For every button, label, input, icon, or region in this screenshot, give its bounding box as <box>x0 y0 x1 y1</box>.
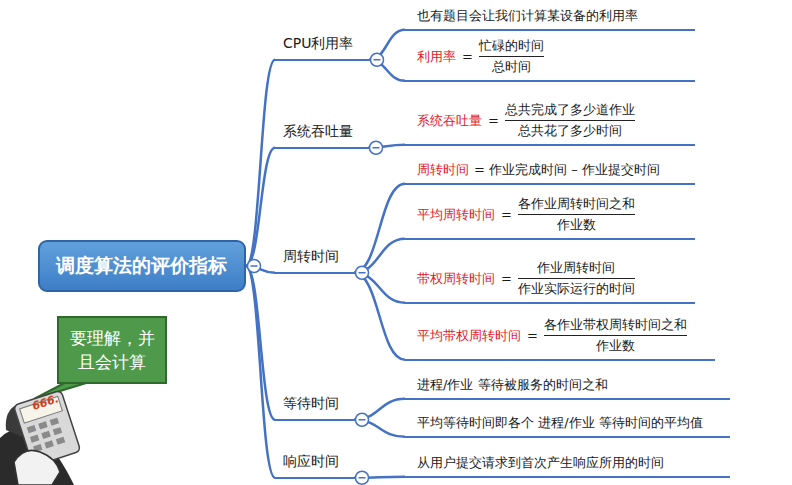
formula-topic: 平均周转时间 = 各作业周转时间之和作业数 <box>405 192 695 240</box>
branch-topic: 等待时间 <box>275 390 354 421</box>
minus-sign <box>373 147 380 149</box>
key <box>30 435 39 443</box>
denominator: 作业实际运行的时间 <box>518 278 635 298</box>
denominator: 作业数 <box>544 335 687 355</box>
equals-sign: = <box>501 206 512 224</box>
topic-text: = 作业完成时间 – 作业提交时间 <box>474 162 660 177</box>
leaf-topic: 也有题目会让我们计算某设备的利用率 <box>405 4 695 31</box>
numerator: 忙碌的时间 <box>479 37 544 56</box>
mindmap-connector <box>246 266 275 420</box>
branch-topic: 响应时间 <box>275 448 354 479</box>
equals-sign: = <box>527 327 538 345</box>
minus-sign <box>251 265 258 267</box>
minus-sign <box>359 272 366 274</box>
collapse-circle <box>356 266 369 279</box>
topic-text: CPU利用率 <box>283 35 353 51</box>
key <box>53 427 62 435</box>
leaf-topic: 进程/作业 等待被服务的时间之和 <box>405 373 730 400</box>
topic-text: 等待时间 <box>283 395 339 411</box>
minus-sign <box>374 59 381 61</box>
fraction: 各作业周转时间之和作业数 <box>518 195 635 234</box>
mindmap-connector <box>354 184 405 273</box>
minus-sign <box>359 419 366 421</box>
term-name: 系统吞吐量 <box>417 112 482 130</box>
leaf-topic: 从用户提交请求到首次产生响应所用的时间 <box>405 451 730 478</box>
fraction: 作业周转时间作业实际运行的时间 <box>518 259 635 298</box>
denominator: 总时间 <box>479 56 544 76</box>
topic-text: 平均等待时间即各个 进程/作业 等待时间的平均值 <box>417 415 703 430</box>
numerator: 总共完成了多少道作业 <box>505 101 635 120</box>
term-name: 带权周转时间 <box>417 270 495 288</box>
equals-sign: = <box>462 48 473 66</box>
mindmap-connector <box>246 148 275 266</box>
collapse-symbol <box>248 260 261 273</box>
collapse-symbol <box>356 471 369 484</box>
leaf-topic: 平均等待时间即各个 进程/作业 等待时间的平均值 <box>405 411 730 438</box>
branch-topic: 系统吞吐量 <box>275 118 368 149</box>
topic-text: 也有题目会让我们计算某设备的利用率 <box>417 8 638 23</box>
topic-text: 周转时间 <box>283 248 339 264</box>
callout-text: 要理解，并 且会计算 <box>67 326 157 374</box>
branch-topic: 周转时间 <box>275 243 354 274</box>
topic-text: 进程/作业 等待被服务的时间之和 <box>417 377 608 392</box>
key <box>44 440 53 448</box>
key <box>27 425 36 433</box>
formula-topic: 带权周转时间 = 作业周转时间作业实际运行的时间 <box>405 256 695 304</box>
equals-sign: = <box>501 270 512 288</box>
fraction: 总共完成了多少道作业总共花了多少时间 <box>505 101 635 140</box>
collapse-circle <box>371 53 384 66</box>
collapse-symbol <box>356 413 369 426</box>
topic-text: 响应时间 <box>283 453 339 469</box>
formula-topic: 平均带权周转时间 = 各作业带权周转时间之和作业数 <box>405 313 715 361</box>
root-topic: 调度算法的评价指标 <box>38 240 246 292</box>
key <box>50 418 59 426</box>
topic-text: 从用户提交请求到首次产生响应所用的时间 <box>417 455 664 470</box>
term-name: 利用率 <box>417 48 456 66</box>
collapse-symbol <box>371 53 384 66</box>
numerator: 各作业周转时间之和 <box>518 195 635 214</box>
equals-sign: = <box>488 112 499 130</box>
key <box>56 437 65 445</box>
fraction: 忙碌的时间总时间 <box>479 37 544 76</box>
key <box>38 421 47 429</box>
hand <box>14 450 60 485</box>
collapse-circle <box>248 260 261 273</box>
collapse-symbol <box>356 266 369 279</box>
formula-topic: 利用率 = 忙碌的时间总时间 <box>405 34 695 82</box>
formula-topic: 周转时间 = 作业完成时间 – 作业提交时间 <box>405 158 695 185</box>
key <box>41 431 50 439</box>
numerator: 作业周转时间 <box>518 259 635 278</box>
callout-bubble: 要理解，并 且会计算 <box>57 316 167 384</box>
term-name: 平均带权周转时间 <box>417 327 521 345</box>
mindmap-connector <box>354 273 405 360</box>
collapse-circle <box>356 471 369 484</box>
numerator: 各作业带权周转时间之和 <box>544 316 687 335</box>
formula-topic: 系统吞吐量 = 总共完成了多少道作业总共花了多少时间 <box>405 98 695 146</box>
minus-sign <box>359 477 366 479</box>
mindmap-connector <box>246 266 275 478</box>
collapse-circle <box>370 141 383 154</box>
denominator: 总共花了多少时间 <box>505 120 635 140</box>
mindmap-connector <box>246 60 275 266</box>
term-name: 平均周转时间 <box>417 206 495 224</box>
collapse-circle <box>356 413 369 426</box>
topic-text: 调度算法的评价指标 <box>56 254 227 276</box>
collapse-symbol <box>370 141 383 154</box>
fraction: 各作业带权周转时间之和作业数 <box>544 316 687 355</box>
calculator-keys <box>27 418 65 453</box>
branch-topic: CPU利用率 <box>275 30 369 61</box>
topic-text: 周转时间 <box>417 162 469 177</box>
denominator: 作业数 <box>518 214 635 234</box>
topic-text: 系统吞吐量 <box>283 123 353 139</box>
